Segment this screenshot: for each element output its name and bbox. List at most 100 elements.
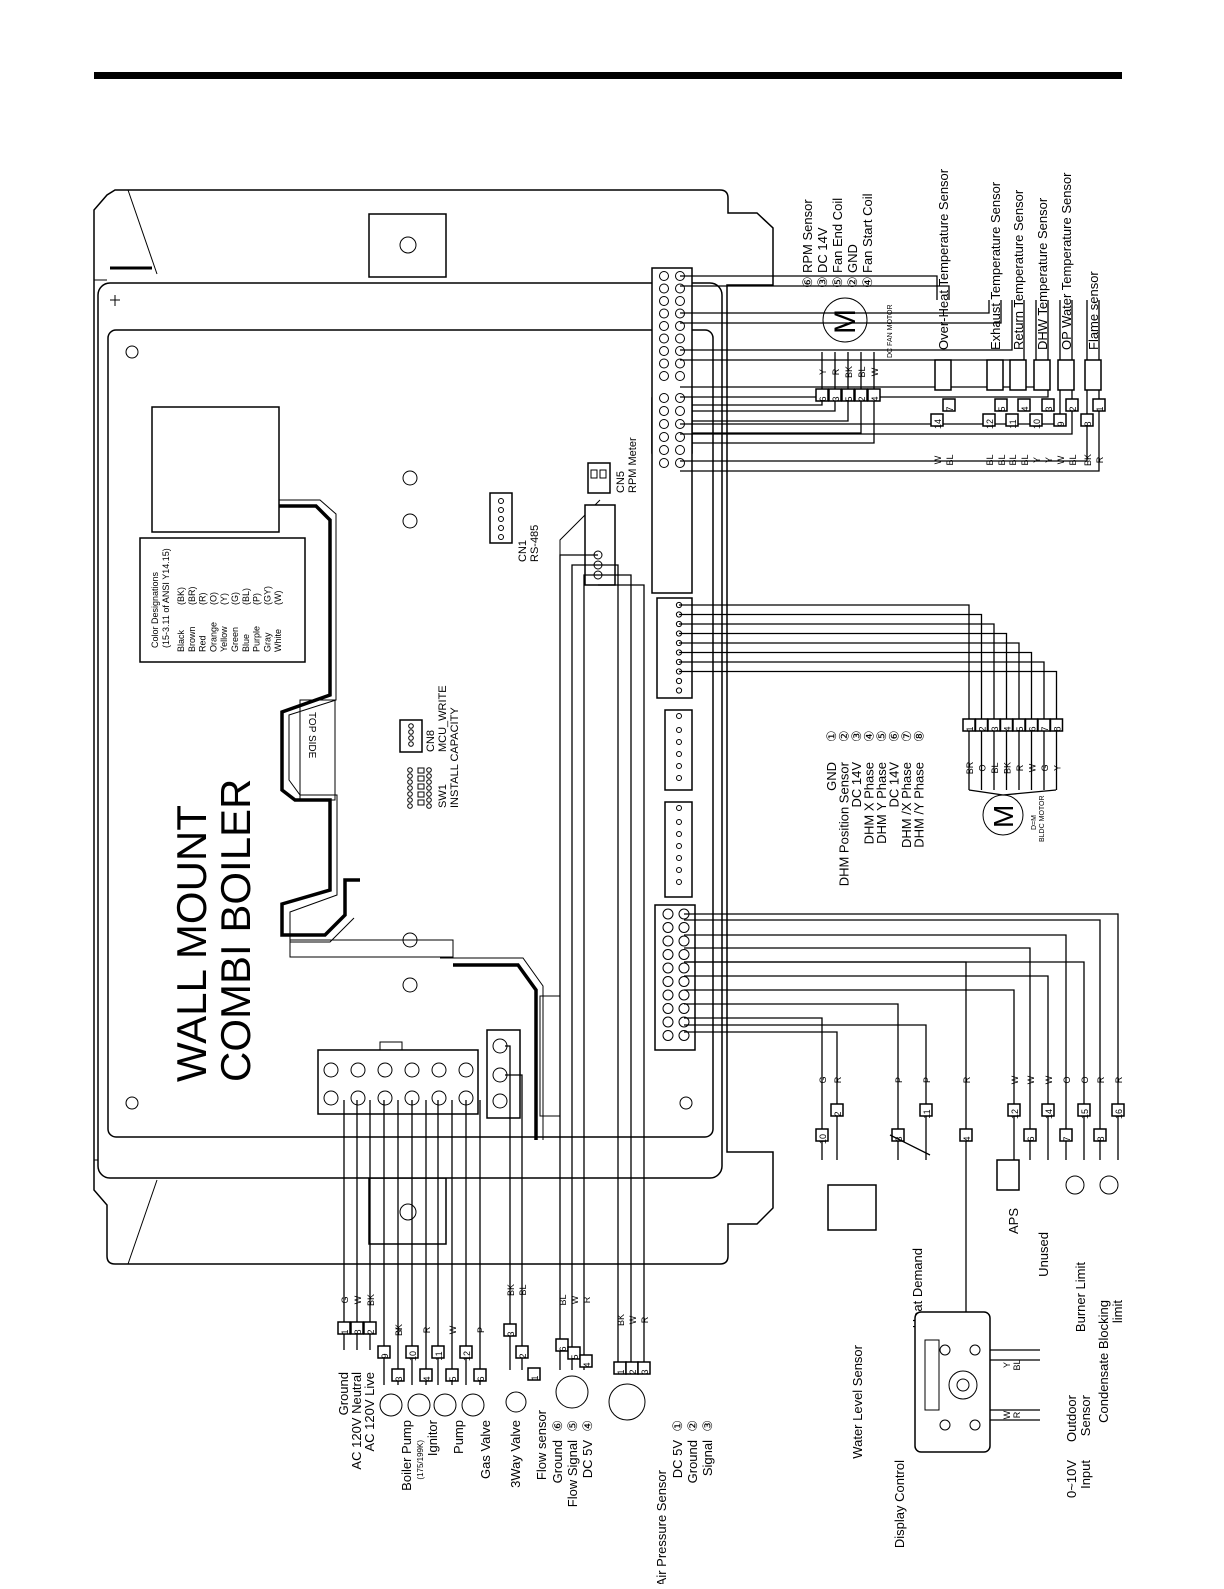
lower-pin: 14 — [1044, 1109, 1054, 1119]
flow-wire-color: W — [570, 1295, 580, 1304]
flow-legend-text: Ground — [550, 1440, 565, 1483]
device-wire-color: BK — [394, 1324, 404, 1336]
lower-wire-color: R — [1096, 1076, 1106, 1083]
sensor-wire — [680, 300, 1013, 351]
aps-icon — [996, 1159, 1020, 1191]
device-pin-box — [419, 1368, 433, 1382]
title-line-1: WALL MOUNT — [168, 805, 215, 1082]
flow-legend-text: DC 5V — [580, 1440, 595, 1479]
three-way-wire-color: BK — [506, 1284, 516, 1296]
power-label: Ground — [336, 1372, 351, 1415]
device-pin-box — [473, 1368, 487, 1382]
sensor-pin: 5 — [997, 406, 1007, 411]
air-pressure-wire-color: W — [628, 1315, 638, 1324]
fan-pin-mark: ⑥ — [800, 276, 815, 288]
three-way-wire — [505, 1074, 523, 1370]
color-code: (R) — [198, 593, 208, 606]
sensor-pin: 10 — [1032, 419, 1042, 429]
power-pin-box — [337, 1321, 351, 1335]
boiler-pump-sub: (175/199K) — [416, 1440, 425, 1480]
lower-wire-color: W — [1026, 1075, 1036, 1084]
lower-pin-box — [1093, 1128, 1107, 1142]
sensor-pin: 14 — [933, 419, 943, 429]
device-pin-box — [377, 1345, 391, 1359]
sensor-pin-box — [1029, 413, 1043, 427]
display-control-panel — [914, 1311, 991, 1453]
dhm-legend-mark: ④ — [862, 730, 877, 742]
lower-wire — [684, 1003, 899, 1160]
sensor-wire-color: W — [1056, 455, 1066, 464]
sensor-pin-box — [1092, 398, 1106, 412]
sensor-wire — [680, 300, 1049, 398]
fan-pin-box — [828, 388, 842, 402]
outdoor-sensor-label: Sensor — [1078, 1394, 1093, 1436]
lower-pin-box — [1059, 1128, 1073, 1142]
dhm-pin: 2 — [978, 726, 988, 731]
cn8-label: CN8 — [425, 730, 437, 752]
sensor-wire — [680, 275, 938, 300]
lower-device-label: limit — [1110, 1300, 1125, 1323]
power-pin: 2 — [366, 1329, 376, 1334]
lower-pin: 11 — [922, 1109, 932, 1118]
board-labels: TOP SIDE CN8 MCU_WRITE SW1 INSTALL CAPAC… — [306, 437, 639, 808]
flow-pin: 5 — [570, 1354, 580, 1359]
lower-conn-pin — [662, 922, 674, 933]
color-name: Blue — [241, 634, 251, 652]
sensor-conn-pin — [659, 308, 669, 319]
lower-pin: 15 — [1080, 1109, 1090, 1119]
lower-conn-pin — [662, 908, 674, 920]
three-way-label: 3Way Valve — [508, 1420, 523, 1488]
dhm-legend-text: DHM /X Phase — [899, 762, 914, 848]
fan-pin-desc: RPM Sensor — [800, 199, 815, 273]
fan-wire-color: R — [831, 368, 841, 375]
outdoor-sensor-label: Outdoor — [1064, 1394, 1079, 1442]
fan-pin-mark: ④ — [860, 276, 875, 288]
dhm-wire — [679, 642, 1020, 790]
sensor-icon — [1084, 359, 1102, 391]
cn5-label: CN5 — [615, 471, 627, 493]
power-pin-box — [363, 1321, 377, 1335]
power-pin-box — [350, 1321, 364, 1335]
top-side-label: TOP SIDE — [306, 712, 317, 759]
lower-conn-pin — [662, 949, 674, 960]
dhm-legend-mark: ⑧ — [912, 730, 927, 742]
outdoor-wire-color: BL — [1012, 1359, 1022, 1370]
lower-pin: 4 — [962, 1136, 972, 1141]
sensor-conn-pin — [659, 283, 669, 294]
flow-pin: 4 — [582, 1362, 592, 1367]
power-conn-pin — [323, 1062, 339, 1078]
color-name: Yellow — [219, 626, 229, 652]
sensor-pin-box — [1017, 398, 1031, 412]
sw1-label: SW1 — [437, 784, 449, 808]
device-label: Boiler Pump — [399, 1420, 414, 1491]
dhm-legend-mark: ② — [837, 730, 852, 742]
lower-conn-pin — [662, 935, 674, 947]
sensor-conn-pin — [659, 271, 669, 281]
air-legend-mark: ① — [670, 1420, 685, 1432]
lower-conn-pin — [678, 922, 690, 933]
lower-device-label: Condensate Blocking — [1096, 1300, 1111, 1423]
cn1-sub: RS-485 — [529, 525, 541, 562]
fan-pin-box — [841, 388, 855, 402]
dhm-legend-text: DC 14V — [887, 762, 902, 808]
sensor-wire — [680, 300, 1073, 435]
dhm-pin-box — [1049, 718, 1064, 732]
color-name: Gray — [262, 632, 272, 652]
sensor-icon — [1057, 359, 1075, 391]
sensor-conn-pin — [659, 458, 669, 468]
sensor-conn-pin — [675, 283, 685, 294]
sensor-conn-pin — [659, 445, 669, 455]
fan-pin: 2 — [857, 396, 867, 401]
sensor-wire — [680, 300, 1100, 472]
cn5-sub: RPM Meter — [627, 437, 639, 493]
device-pin: 12 — [462, 1351, 472, 1361]
power-conn-pin — [350, 1062, 366, 1078]
dhm-wire-color: BK — [1003, 762, 1013, 774]
fan-pin-mark: ② — [845, 276, 860, 288]
lower-device-label: Water Level Sensor — [850, 1344, 865, 1458]
device-pin-box — [391, 1368, 405, 1382]
lower-pin: 2 — [833, 1111, 843, 1116]
fan-wire — [692, 352, 836, 412]
device-pin: 4 — [422, 1376, 432, 1381]
